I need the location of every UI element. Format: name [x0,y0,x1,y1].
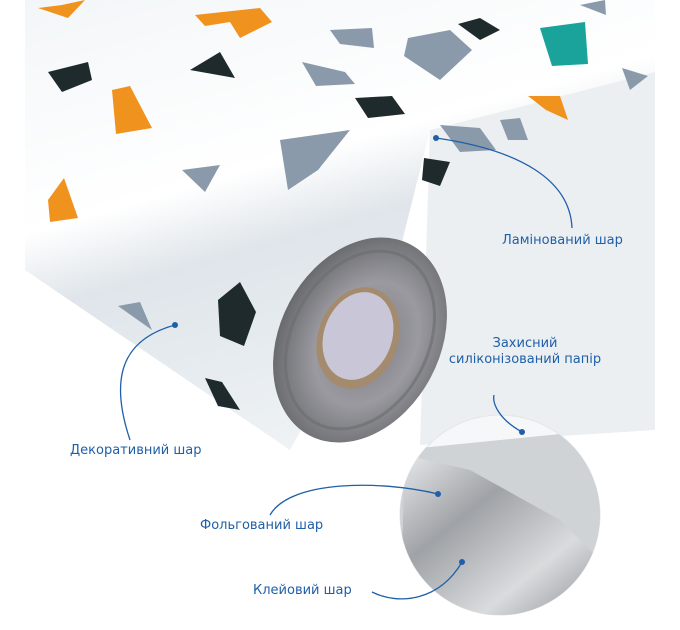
label-adhesive-layer: Клейовий шар [253,583,352,598]
leader-lines [119,137,573,600]
label-foil-layer: Фольгований шар [200,518,324,533]
terrazzo-chips [38,0,648,410]
decorative-sheet [25,0,655,450]
label-protective-line1: Захисний [492,336,558,351]
label-protective-paper: Захисний силіконізований папір [440,336,610,368]
label-protective-line2: силіконізований папір [448,352,602,367]
label-laminated-layer: Ламінований шар [502,233,623,248]
label-decorative-layer: Декоративний шар [70,443,202,458]
protective-paper-sheet [420,72,655,445]
leader-dots [172,135,525,565]
roll-layers [283,249,437,431]
